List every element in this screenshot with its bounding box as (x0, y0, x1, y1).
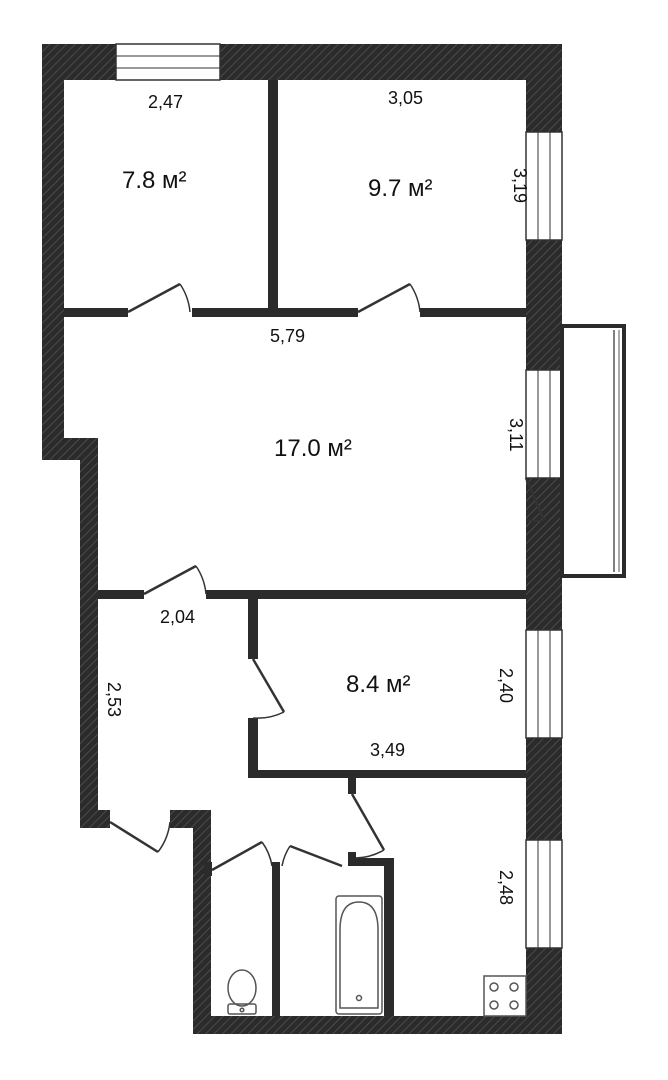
doors (109, 282, 546, 872)
wall-bath-top (348, 858, 394, 866)
interior-walls (64, 80, 526, 1016)
window-bedroom-2 (525, 131, 563, 241)
door-kitchen (251, 658, 286, 719)
wall-kitchen-left-bottom (248, 718, 258, 778)
door-bath (281, 844, 343, 868)
outer-walls (42, 44, 562, 1034)
wall-wc-left-top (204, 862, 212, 876)
wall-wc-bath-divider (272, 862, 280, 1016)
toilet-icon (227, 969, 257, 1015)
wall-bottom (193, 1016, 562, 1034)
wall-bedrooms-bottom-b (192, 308, 358, 317)
wall-notch-vertical (193, 810, 211, 1034)
dim-kitchen-width: 3,49 (370, 740, 405, 760)
wall-living-bottom-a (98, 590, 144, 599)
wall-kitchen-left-top (248, 599, 258, 659)
wall-living-bottom-b (206, 590, 526, 599)
wall-bath-top-stub (348, 852, 356, 866)
windows (115, 43, 563, 949)
door-corridor (350, 793, 386, 859)
door-wc (211, 840, 273, 872)
dim-hallway-depth: 2,53 (104, 682, 124, 717)
wall-left-upper (42, 44, 64, 459)
wall-bedrooms-bottom-c (420, 308, 526, 317)
dim-corridor-depth: 2,48 (496, 870, 516, 905)
stove-icon (483, 975, 527, 1017)
window-bath-corridor (525, 839, 563, 949)
door-bedroom-1 (127, 282, 191, 314)
dim-living-room-depth: 3,11 (506, 418, 526, 452)
dim-bedroom-2-width: 3,05 (388, 88, 423, 108)
area-living-room: 17.0 м² (274, 435, 352, 462)
area-bedroom-1: 7.8 м² (122, 167, 187, 194)
area-kitchen: 8.4 м² (346, 671, 411, 698)
wall-kitchen-bottom (248, 770, 526, 778)
dim-living-room-width: 5,79 (270, 326, 305, 346)
wall-bedrooms-bottom-a (64, 308, 128, 317)
dim-bedroom-2-depth: 3,19 (510, 168, 530, 203)
wall-bedrooms-divider (268, 80, 278, 316)
balcony (560, 324, 626, 578)
bathtub-icon (335, 895, 383, 1015)
window-kitchen (525, 629, 563, 739)
door-balcony (524, 477, 546, 522)
wall-bath-right (384, 862, 394, 1016)
dim-hallway-width: 2,04 (160, 607, 195, 627)
area-bedroom-2: 9.7 м² (368, 175, 433, 202)
wall-notch-left (80, 810, 110, 828)
dim-bedroom-1-width: 2,47 (148, 92, 183, 112)
window-top (115, 43, 221, 81)
door-bedroom-2 (357, 282, 421, 314)
door-entrance (109, 820, 171, 854)
dim-kitchen-depth: 2,40 (496, 668, 516, 703)
wall-stub (348, 778, 356, 794)
window-living-room (525, 369, 563, 479)
wall-left-lower (80, 438, 98, 828)
door-living-room (143, 564, 207, 596)
